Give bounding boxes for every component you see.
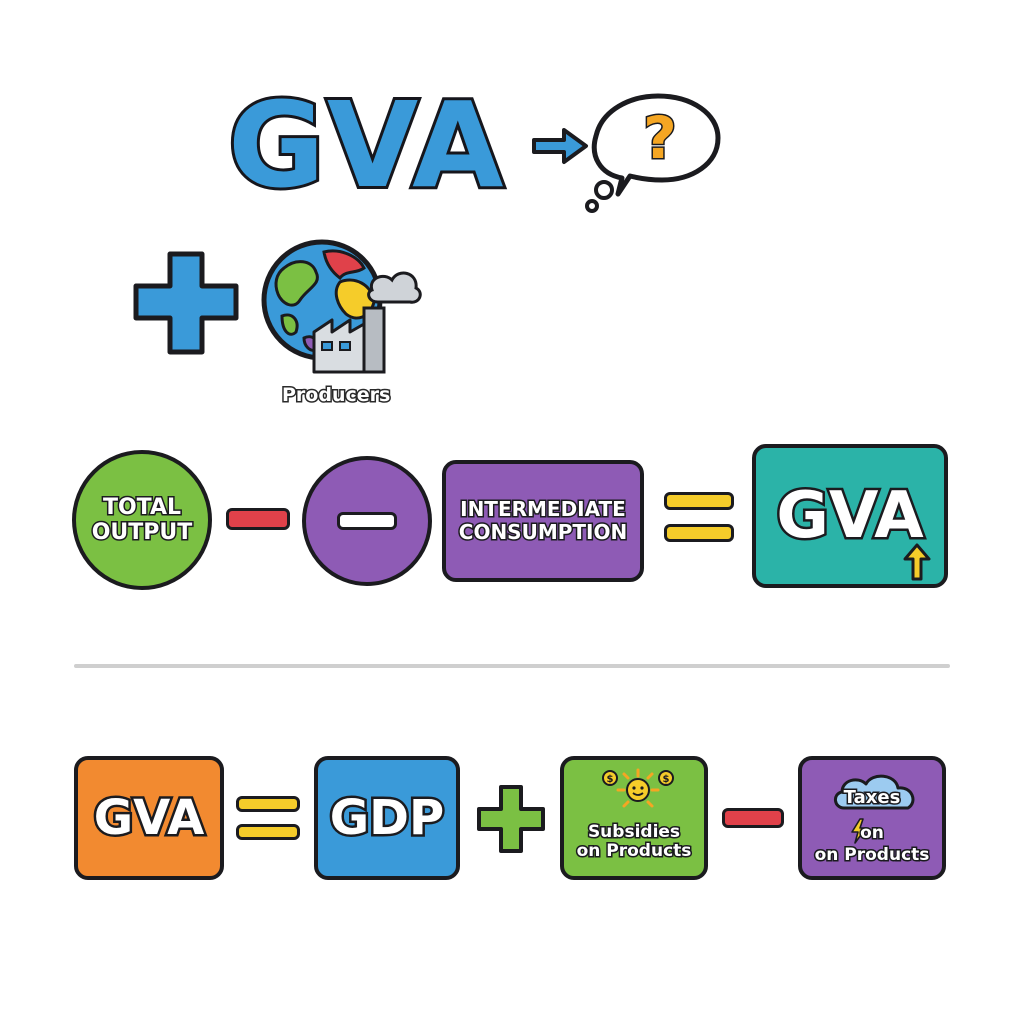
intermediate-consumption-box: INTERMEDIATE CONSUMPTION: [442, 460, 644, 582]
intermediate-consumption-label: INTERMEDIATE CONSUMPTION: [457, 496, 628, 545]
arrow-right-icon: [532, 128, 588, 164]
gva-result-label: GVA: [774, 479, 926, 553]
svg-text:$: $: [607, 774, 614, 785]
plus-icon: [133, 251, 239, 355]
gva-box: GVA: [74, 756, 224, 880]
subsidies-label: Subsidies on Products: [575, 821, 693, 863]
equals-top-bar: [664, 492, 734, 510]
gdp-box: GDP: [314, 756, 460, 880]
globe-factory-icon: [261, 239, 422, 374]
header-title: GVA: [225, 76, 506, 214]
thought-bubble-icon: ?: [585, 93, 721, 213]
svg-text:$: $: [663, 774, 670, 785]
taxes-top-label: Taxes: [842, 786, 902, 809]
sun-coins-icon: $ $: [602, 768, 674, 808]
minus-circle: [302, 456, 432, 586]
minus-sign-icon: [226, 508, 290, 530]
lightning-icon: [851, 818, 867, 844]
plus2-icon: [477, 785, 545, 853]
gva-result-box: GVA: [752, 444, 948, 588]
equals2-bottom-bar: [236, 824, 300, 840]
subsidies-box: $ $ Subsidies on Products: [560, 756, 708, 880]
gdp-box-label: GDP: [327, 790, 446, 846]
taxes-bottom-label: on on Products: [813, 821, 931, 866]
section-divider: [74, 664, 950, 668]
arrow-up-icon: [903, 543, 931, 581]
question-mark: ?: [643, 104, 677, 172]
producers-label: Producers: [280, 383, 391, 408]
taxes-box: Taxes on on Products: [798, 756, 946, 880]
storm-cloud-icon: [834, 774, 915, 810]
total-output-label: TOTAL OUTPUT: [90, 493, 194, 546]
minus-glyph-icon: [337, 512, 397, 530]
equals-bottom-bar: [664, 524, 734, 542]
equals2-top-bar: [236, 796, 300, 812]
total-output-circle: TOTAL OUTPUT: [72, 450, 212, 590]
gva-box-label: GVA: [91, 790, 206, 846]
minus2-sign-icon: [722, 808, 784, 828]
